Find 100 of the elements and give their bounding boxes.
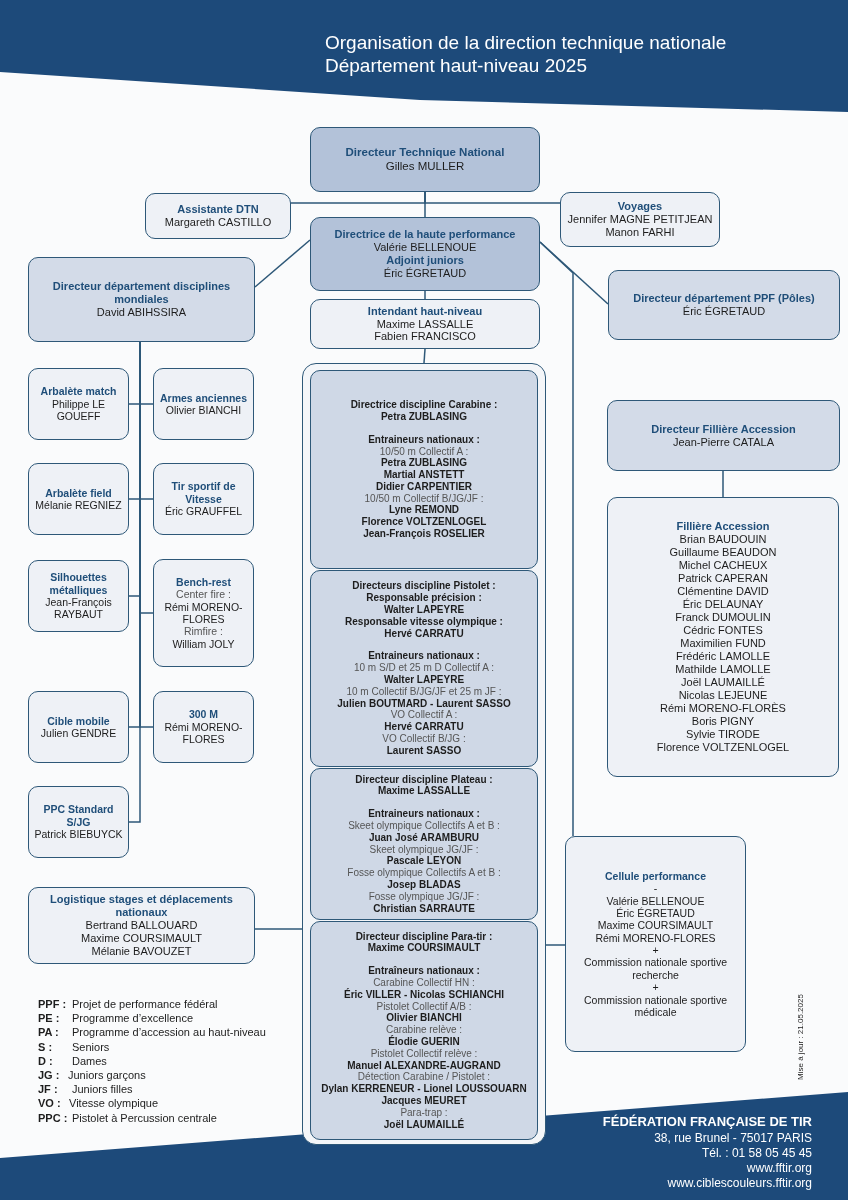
person-name: Maxime LASSALLE — [377, 785, 471, 798]
person-name: Josep BLADAS — [387, 879, 461, 891]
org-box — [608, 270, 840, 340]
website-link: www.ciblescouleurs.fftir.org — [667, 1176, 812, 1190]
person-name: Frédéric LAMOLLE — [675, 649, 771, 663]
abbreviation: S : — [38, 1040, 53, 1053]
org-box — [310, 299, 540, 349]
connector-line — [254, 239, 311, 288]
person-name: Mélanie BAVOUZET — [91, 944, 192, 958]
person-name: Rémi MORENO-FLORÈS — [660, 701, 786, 715]
role-title: Armes anciennes — [160, 391, 247, 404]
person-name: Jean-François ROSELIER — [363, 528, 485, 540]
person-name: Olivier BIANCHI — [165, 404, 242, 417]
person-name: Clémentine DAVID — [677, 585, 769, 598]
person-name: William JOLY — [172, 637, 235, 651]
category-label: Pistolet Collectif A/B : — [376, 1000, 472, 1013]
category-label: Carabine relève : — [385, 1024, 463, 1036]
connector-line — [722, 470, 724, 498]
role-title: Silhouettes métalliques — [48, 571, 109, 596]
role-title: Intendant haut-niveau — [367, 304, 483, 318]
person-name: Maxime COURSIMAULT — [597, 919, 714, 932]
role-title: Directeur département disciplines mondiales — [51, 280, 232, 306]
abbreviation: PPF : — [38, 998, 67, 1010]
person-name: Petra ZUBLASING — [380, 457, 468, 470]
abbreviation-meaning: Programme d’accession au haut-niveau — [72, 1026, 266, 1039]
role-title: Fillière Accession — [676, 520, 770, 534]
category-label: 10/50 m Collectif A : — [379, 445, 469, 458]
abbreviation-meaning: Juniors filles — [72, 1083, 133, 1096]
person-name: Guillaume BEAUDON — [669, 546, 777, 560]
section-heading: Entraîneurs nationaux : — [368, 965, 480, 977]
person-name: Maxime COURSIMAULT — [81, 932, 202, 945]
org-box — [28, 786, 129, 858]
person-name: Jean-Pierre CATALA — [672, 435, 775, 449]
person-name: Julien GENDRE — [40, 727, 117, 740]
role-title: Directeur département PPF (Pôles) — [633, 292, 815, 305]
person-name: David ABIHSSIRA — [96, 306, 187, 319]
role-title: Arbalète field — [45, 486, 112, 499]
person-name: Mélanie REGNIEZ — [35, 499, 122, 512]
person-name: Olivier BIANCHI — [386, 1012, 462, 1025]
role-title: Directrice discipline Carabine : — [350, 399, 498, 411]
group-panel — [302, 363, 546, 1145]
abbreviation: PPC : — [38, 1111, 68, 1124]
person-name: Hervé CARRATU — [384, 627, 464, 640]
person-name: Éric ÉGRETAUD — [616, 906, 695, 920]
abbreviation-meaning: Seniors — [72, 1040, 110, 1053]
org-box — [310, 217, 540, 291]
abbreviation-meaning: Programme d’excellence — [72, 1012, 194, 1025]
category-label: VO Collectif A : — [390, 709, 458, 722]
abbreviation-meaning: Projet de performance fédéral — [72, 998, 218, 1010]
role-title: Cible mobile — [47, 714, 110, 727]
category-label: Center fire : — [176, 588, 231, 601]
person-name: Laurent SASSO — [386, 744, 462, 757]
role-title: 300 M — [188, 708, 219, 721]
org-box — [28, 887, 255, 964]
role-title: Logistique stages et déplacements nationaux — [49, 893, 234, 919]
person-name: Hervé CARRATU — [384, 721, 464, 733]
person-name: Walter LAPEYRE — [383, 674, 465, 686]
org-box — [153, 368, 254, 440]
person-name: Cédric FONTES — [683, 624, 763, 637]
person-name: Éric DELAUNAY — [682, 598, 764, 612]
role-title: Directeur discipline Plateau : — [355, 773, 493, 786]
person-name: Petra ZUBLASING — [380, 410, 468, 423]
update-date: Mise à jour : 21.05.2025 — [795, 994, 805, 1080]
separator-mark: - — [653, 882, 658, 895]
category-label: 10 m Collectif B/JG/JF et 25 m JF : — [346, 685, 502, 698]
connector-line — [424, 191, 426, 218]
abbreviation: PA : — [38, 1026, 59, 1039]
abbreviation-meaning: Vitesse olympique — [69, 1097, 159, 1110]
person-name: Rémi MORENO-FLORES — [595, 931, 716, 944]
person-name: Julien BOUTMARD - Laurent SASSO — [337, 697, 511, 710]
section-heading: Entraineurs nationaux : — [368, 433, 480, 446]
category-label: Rimfire : — [183, 625, 224, 638]
person-name: Joël LAUMAILLÉ — [681, 675, 765, 689]
abbreviation: VO : — [38, 1097, 61, 1110]
person-name: Florence VOLTZENLOGEL — [656, 740, 790, 754]
person-name: Patrick BIEBUYCK — [34, 828, 123, 841]
role-title: Bench-rest — [176, 575, 231, 589]
person-name: Philippe LE GOUEFF — [50, 397, 107, 423]
category-label: Détection Carabine / Pistolet : — [357, 1071, 491, 1084]
org-box — [153, 463, 254, 535]
role-title: Arbalète match — [40, 385, 117, 398]
person-name: Christian SARRAUTE — [373, 902, 475, 915]
person-name: Valérie BELLENOUE — [606, 894, 705, 907]
category-label: VO Collectif B/JG : — [382, 733, 466, 745]
person-name: Éric GRAUFFEL — [165, 505, 242, 518]
org-box — [310, 921, 538, 1140]
person-name: Pascale LEYON — [386, 855, 462, 868]
role-title: PPC Standard S/JG — [42, 803, 115, 829]
person-name: Responsable vitesse olympique : — [345, 615, 503, 628]
category-label: Skeet olympique Collectifs A et B : — [348, 820, 500, 832]
role-title: Voyages — [617, 200, 663, 213]
person-name: Fabien FRANCISCO — [374, 330, 476, 344]
org-box — [607, 497, 839, 777]
person-name: Juan José ARAMBURU — [368, 831, 480, 844]
org-box — [310, 370, 538, 569]
category-label: Fosse olympique Collectifs A et B : — [347, 867, 501, 879]
abbreviation-meaning: Juniors garçons — [68, 1069, 146, 1081]
abbreviation: PE : — [38, 1012, 60, 1025]
person-name: Rémi MORENO-FLORES — [163, 720, 244, 746]
category-label: Carabine Collectif HN : — [373, 977, 475, 989]
